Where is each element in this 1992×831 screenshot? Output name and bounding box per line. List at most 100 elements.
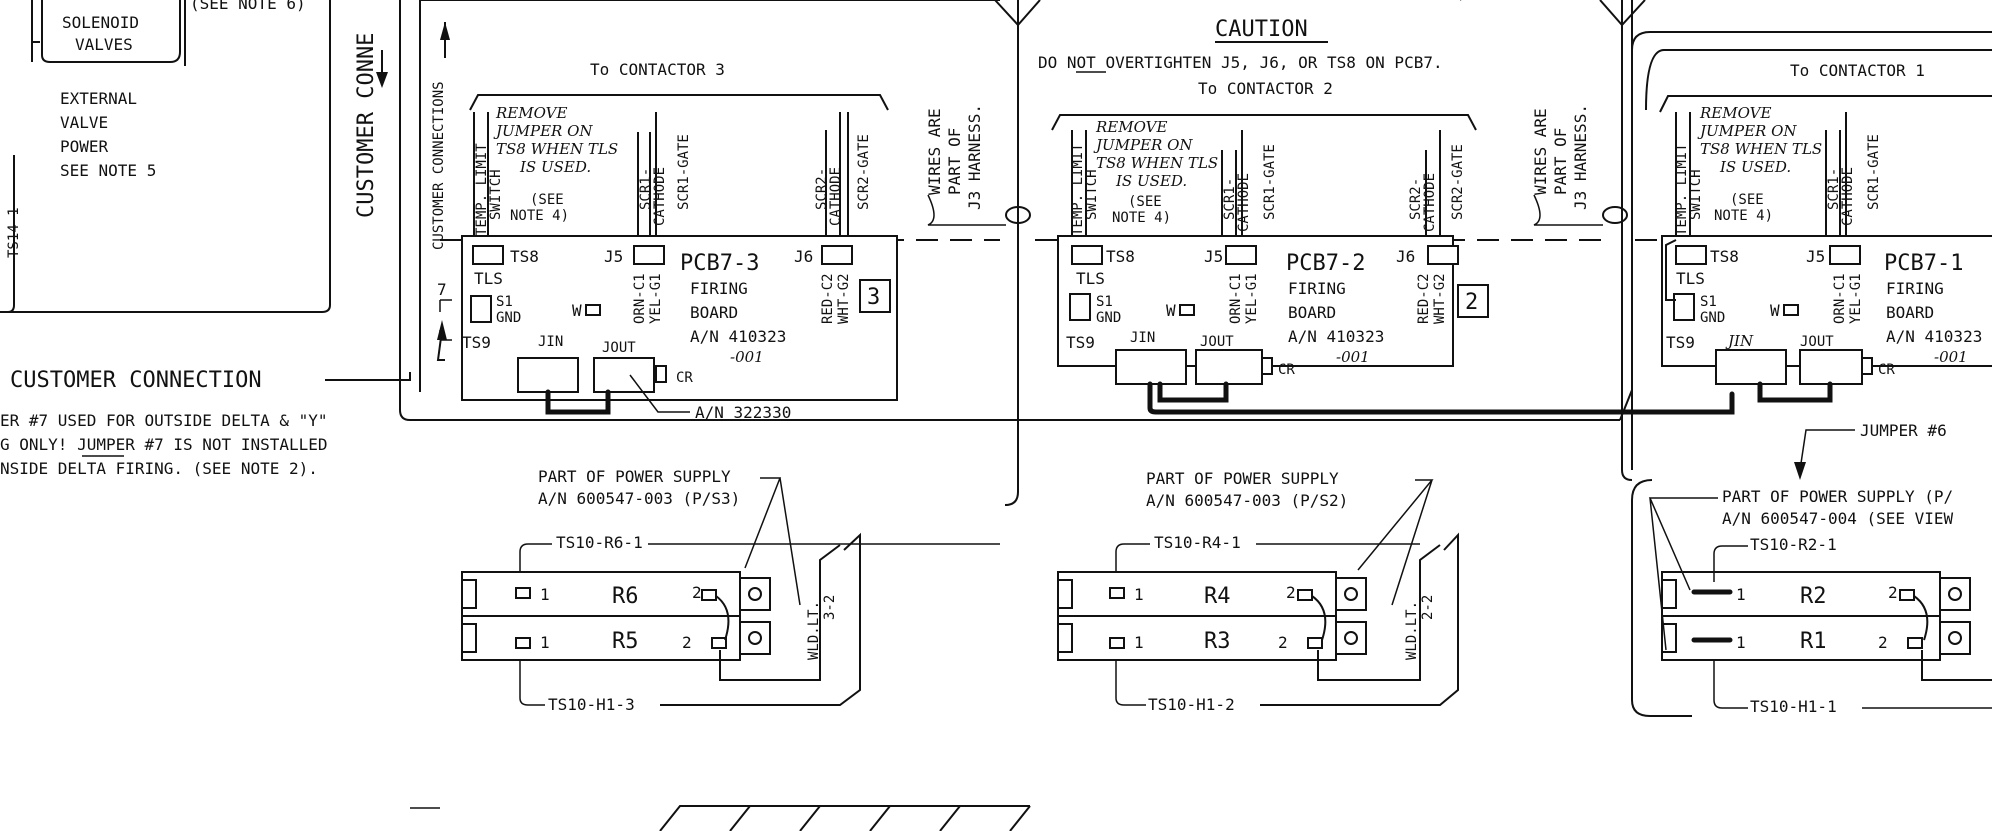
- scr2-cathode-2b: CATHODE: [1422, 173, 1438, 232]
- r-bot-2-3: 2: [682, 633, 692, 652]
- jumper6-label: JUMPER #6: [1860, 421, 1947, 440]
- bottom-bus: [410, 805, 1031, 831]
- temp-limit-3: TEMP. LIMIT: [474, 143, 490, 236]
- r-bot-1: R1: [1800, 629, 1827, 654]
- scr2-cathode-3b: CATHODE: [828, 167, 844, 226]
- remove-1-1: REMOVE: [1699, 104, 1771, 122]
- jin-3: JIN: [538, 334, 563, 350]
- ts9-2: TS9: [1066, 333, 1095, 352]
- board-3-group: To CONTACTOR 3 TEMP. LIMIT SWITCH REMOVE…: [461, 60, 1000, 714]
- pcb7-1-label: PCB7-1: [1884, 251, 1963, 276]
- yel-2: YEL-G1: [1244, 273, 1260, 324]
- wld-3b: 3-2: [822, 595, 838, 620]
- jout-1: JOUT: [1800, 334, 1834, 350]
- dash001-1: -001: [1934, 348, 1968, 366]
- scr1-gate-1: SCR1-GATE: [1866, 134, 1882, 210]
- pcb7-3-label: PCB7-3: [680, 251, 759, 276]
- remove-3-1: REMOVE: [495, 104, 567, 122]
- valves-label: VALVES: [75, 35, 133, 54]
- remove-1-4: IS USED.: [1719, 158, 1791, 176]
- w-2: W: [1166, 301, 1176, 320]
- customer-connection-label: CUSTOMER CONNECTION: [10, 368, 262, 393]
- r-bot-2-2: 2: [1278, 633, 1288, 652]
- remove-1-2: JUMPER ON: [1697, 122, 1797, 140]
- j5-2: J5: [1204, 247, 1223, 266]
- resistor-block-2: [1057, 571, 1337, 661]
- scr1-cathode-2b: CATHODE: [1236, 173, 1252, 232]
- see-note6: (SEE NOTE 6): [190, 0, 306, 13]
- left-region: SOLENOID VALVES (SEE NOTE 6) EXTERNAL VA…: [0, 0, 411, 478]
- w-1: W: [1770, 301, 1780, 320]
- cr-1: CR: [1878, 362, 1895, 378]
- r-bot-1-2: 1: [1134, 633, 1144, 652]
- customer-conne-label: CUSTOMER CONNE: [354, 33, 379, 218]
- orn-1: ORN-C1: [1832, 273, 1848, 324]
- r-top-2-2: 2: [1286, 583, 1296, 602]
- gnd-3: GND: [496, 310, 521, 326]
- r-bot-2: R3: [1204, 629, 1231, 654]
- solenoid-label: SOLENOID: [62, 13, 139, 32]
- seenote-2-2: NOTE 4): [1112, 210, 1171, 226]
- scr1-cathode-1b: CATHODE: [1840, 167, 1856, 226]
- wires-3c: J3 HARNESS.: [965, 104, 984, 210]
- remove-3-2: JUMPER ON: [493, 122, 593, 140]
- wld-2b: 2-2: [1420, 595, 1436, 620]
- pcb7-1-board: [1661, 235, 1992, 367]
- wires-2c: J3 HARNESS.: [1571, 104, 1590, 210]
- firing-3: FIRING: [690, 279, 748, 298]
- scr2-gate-2: SCR2-GATE: [1450, 144, 1466, 220]
- r-top-1: R2: [1800, 584, 1827, 609]
- scr1-cathode-1: SCR1-: [1826, 168, 1842, 210]
- ps-an-3: A/N 600547-003 (P/S3): [538, 489, 740, 508]
- board-2-group: To CONTACTOR 2 TEMP. LIMIT SWITCH REMOVE…: [1051, 79, 1735, 714]
- s1-3: S1: [496, 294, 513, 310]
- orn-3: ORN-C1: [632, 273, 648, 324]
- ts-top-2: TS10-R4-1: [1154, 533, 1241, 552]
- wht-2: WHT-G2: [1432, 273, 1448, 324]
- r-top-2: R4: [1204, 584, 1231, 609]
- scr1-cathode-3b: CATHODE: [652, 167, 668, 226]
- remove-3-4: IS USED.: [519, 158, 591, 176]
- ts8-3: TS8: [510, 247, 539, 266]
- ps-an-2: A/N 600547-003 (P/S2): [1146, 491, 1348, 510]
- seenote-1-1: (SEE: [1730, 192, 1764, 208]
- an-1: A/N 410323: [1886, 327, 1982, 346]
- pcb7-2-label: PCB7-2: [1286, 251, 1365, 276]
- jin-1: JIN: [1725, 332, 1754, 350]
- red-2: RED-C2: [1416, 273, 1432, 324]
- scr1-gate-2: SCR1-GATE: [1262, 144, 1278, 220]
- resistor-block-3: [461, 571, 741, 661]
- board-1-text: BOARD: [1886, 303, 1934, 322]
- r-bot-1-1: 1: [1736, 633, 1746, 652]
- contactor-1-label: To CONTACTOR 1: [1790, 61, 1925, 80]
- jin-2: JIN: [1130, 330, 1155, 346]
- j5-1: J5: [1806, 247, 1825, 266]
- ts14-label: TS14-1: [6, 207, 22, 258]
- wht-3: WHT-G2: [836, 273, 852, 324]
- tls-2: TLS: [1076, 269, 1105, 288]
- r-bot-3: R5: [612, 629, 639, 654]
- ts9-3: TS9: [462, 333, 491, 352]
- scr1-cathode-3: SCR1-: [638, 168, 654, 210]
- seenote-2-1: (SEE: [1128, 194, 1162, 210]
- ps-label-2: PART OF POWER SUPPLY: [1146, 469, 1339, 488]
- harness-label-left: WIRES ARE PART OF J3 HARNESS.: [925, 104, 1006, 226]
- wires-2b: PART OF: [1551, 128, 1570, 195]
- ts8-1: TS8: [1710, 247, 1739, 266]
- jumper-an: A/N 322330: [695, 403, 791, 422]
- gnd-1: GND: [1700, 310, 1725, 326]
- cr-2: CR: [1278, 362, 1295, 378]
- external-line-4: SEE NOTE 5: [60, 161, 156, 180]
- ts-bot-3: TS10-H1-3: [548, 695, 635, 714]
- board-number-2: 2: [1465, 290, 1478, 315]
- external-line-2: VALVE: [60, 113, 108, 132]
- r-top-1-2: 1: [1134, 585, 1144, 604]
- jumper7-number: 7: [437, 280, 447, 299]
- caution-note: CAUTION DO NOT OVERTIGHTEN J5, J6, OR TS…: [1038, 17, 1443, 73]
- scr2-cathode-3: SCR2-: [814, 168, 830, 210]
- scr2-gate-3: SCR2-GATE: [856, 134, 872, 210]
- resistor-block-1: [1661, 571, 1941, 661]
- remove-3-3: TS8 WHEN TLS: [496, 140, 618, 158]
- dash001-3: -001: [730, 348, 764, 366]
